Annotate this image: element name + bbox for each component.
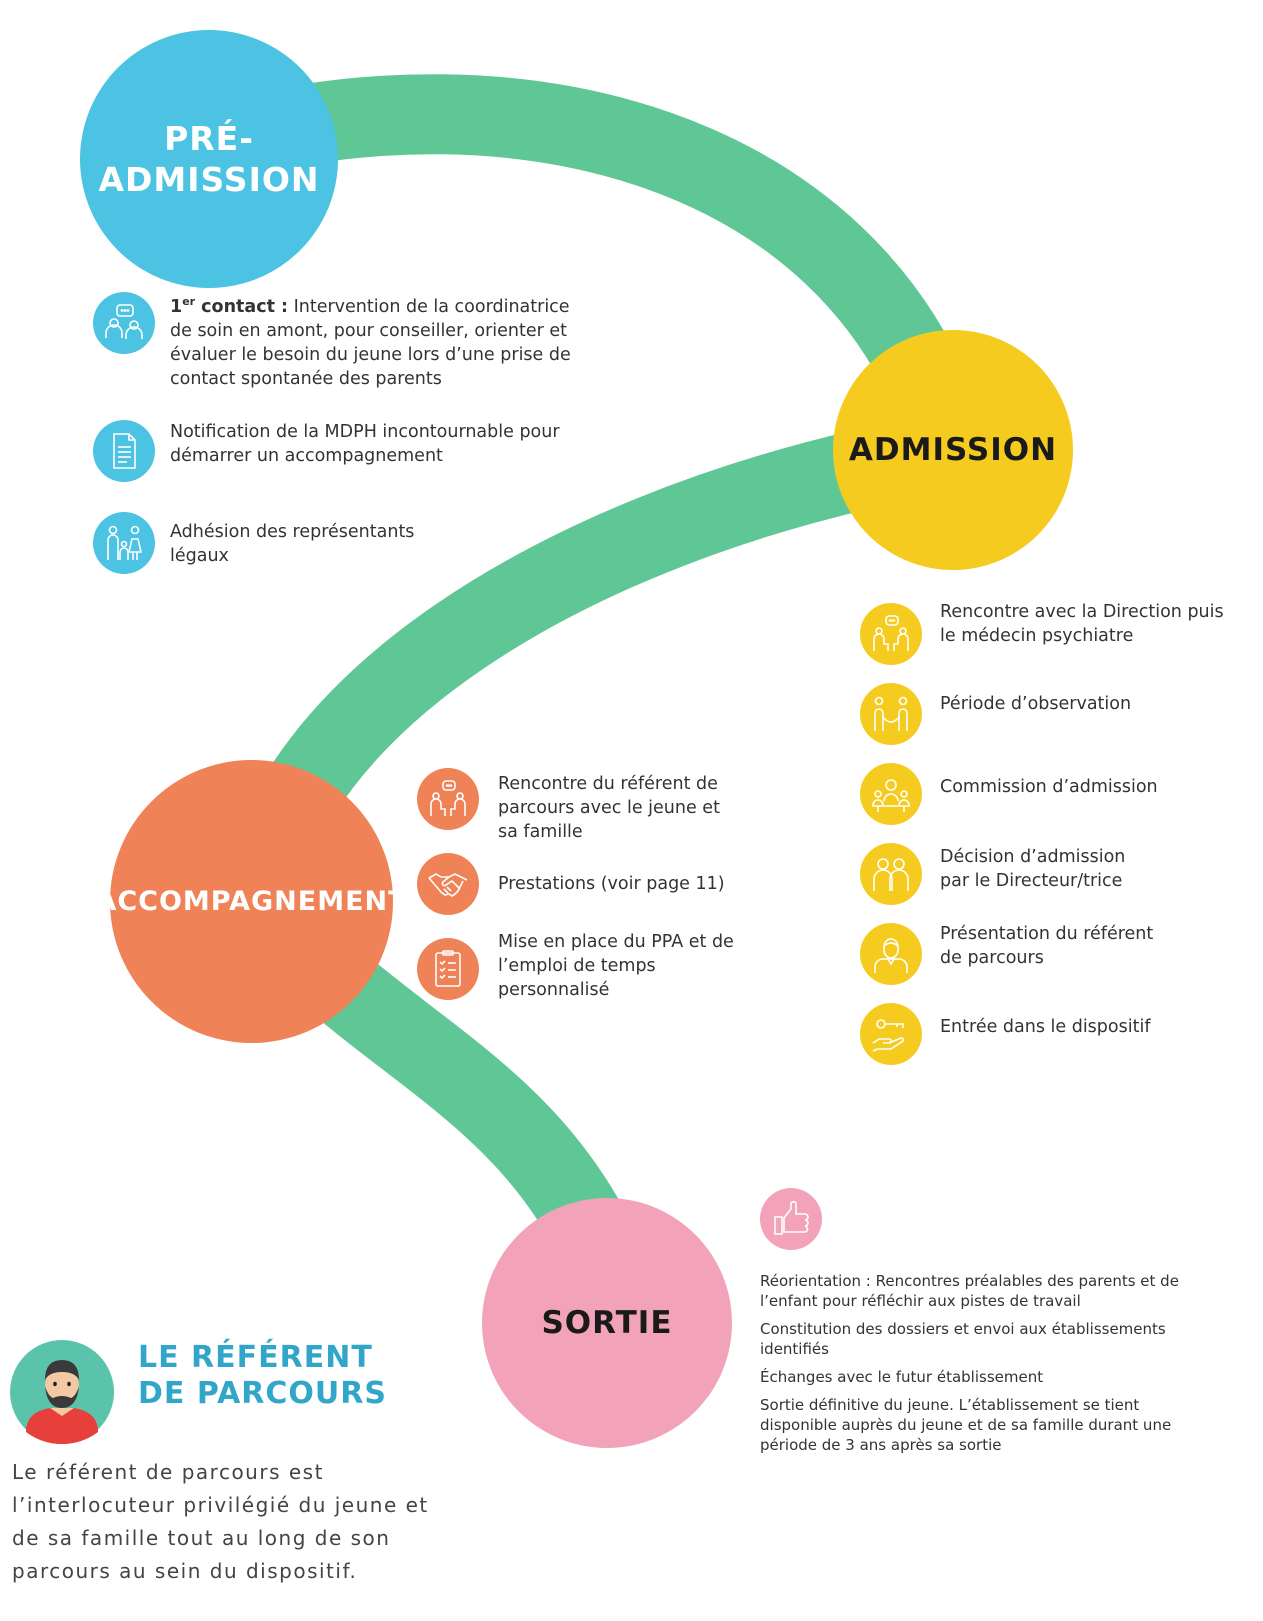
family-icon <box>93 512 155 574</box>
stage-pre-admission: PRÉ- ADMISSION <box>80 30 338 288</box>
admission-item-2: Période d’observation <box>940 694 1132 714</box>
referent-title: LE RÉFÉRENT DE PARCOURS <box>138 1340 387 1412</box>
document-icon <box>93 420 155 482</box>
first-contact-text: Intervention de la coordinatrice de soin… <box>170 296 571 389</box>
thumbs-up-icon <box>760 1188 822 1250</box>
checklist-icon <box>417 938 479 1000</box>
sortie-item-1: Réorientation : Rencontres préalables de… <box>760 1272 1179 1310</box>
admission-item-5: Présentation du référent de parcours <box>940 924 1154 968</box>
stage-admission-label: ADMISSION <box>848 431 1058 468</box>
referent-description: Le référent de parcours est l’interlocut… <box>12 1460 429 1583</box>
meeting-icon <box>417 768 479 830</box>
sortie-item-2: Constitution des dossiers et envoi aux é… <box>760 1320 1166 1358</box>
referent-title-line2: DE PARCOURS <box>138 1376 387 1411</box>
first-contact-number: 1 <box>170 296 183 317</box>
observation-icon <box>860 683 922 745</box>
accompagnement-item-2: Prestations (voir page 11) <box>498 874 725 894</box>
stage-pre-admission-line1: PRÉ- <box>164 118 254 158</box>
accompagnement-item-1: Rencontre du référent de parcours avec l… <box>498 774 720 842</box>
first-contact-sup: er <box>182 295 196 308</box>
first-contact-label: contact : <box>195 296 289 317</box>
person-icon <box>860 923 922 985</box>
sortie-item-4: Sortie définitive du jeune. L’établissem… <box>760 1396 1172 1454</box>
stage-accompagnement-label: ACCOMPAGNEMENT <box>95 885 408 917</box>
stage-accompagnement: ACCOMPAGNEMENT <box>95 760 407 1043</box>
pre-admission-item-1: 1er contact : Intervention de la coordin… <box>170 290 590 391</box>
handshake-icon <box>417 853 479 915</box>
pre-admission-item-2: Notification de la MDPH incontournable p… <box>170 422 560 466</box>
accompagnement-item-3: Mise en place du PPA et de l’emploi de t… <box>498 932 734 1000</box>
admission-item-4: Décision d’admission par le Directeur/tr… <box>940 847 1126 891</box>
admission-item-1: Rencontre avec la Direction puis le méde… <box>940 602 1224 646</box>
meeting-icon <box>860 603 922 665</box>
stage-pre-admission-line2: ADMISSION <box>98 160 320 199</box>
conversation-icon <box>93 292 155 354</box>
stage-sortie-label: SORTIE <box>541 1304 673 1341</box>
bearded-man-avatar <box>10 1340 114 1444</box>
referent-title-line1: LE RÉFÉRENT <box>138 1340 373 1375</box>
track-arc-top <box>199 74 983 444</box>
key-hand-icon <box>860 1003 922 1065</box>
stage-sortie: SORTIE <box>482 1198 732 1448</box>
decision-icon <box>860 843 922 905</box>
sortie-item-3: Échanges avec le futur établissement <box>760 1368 1044 1386</box>
admission-item-3: Commission d’admission <box>940 777 1158 797</box>
commission-icon <box>860 763 922 825</box>
pre-admission-item-3: Adhésion des représentants légaux <box>170 522 415 566</box>
admission-item-6: Entrée dans le dispositif <box>940 1017 1151 1037</box>
stage-admission: ADMISSION <box>833 330 1073 570</box>
